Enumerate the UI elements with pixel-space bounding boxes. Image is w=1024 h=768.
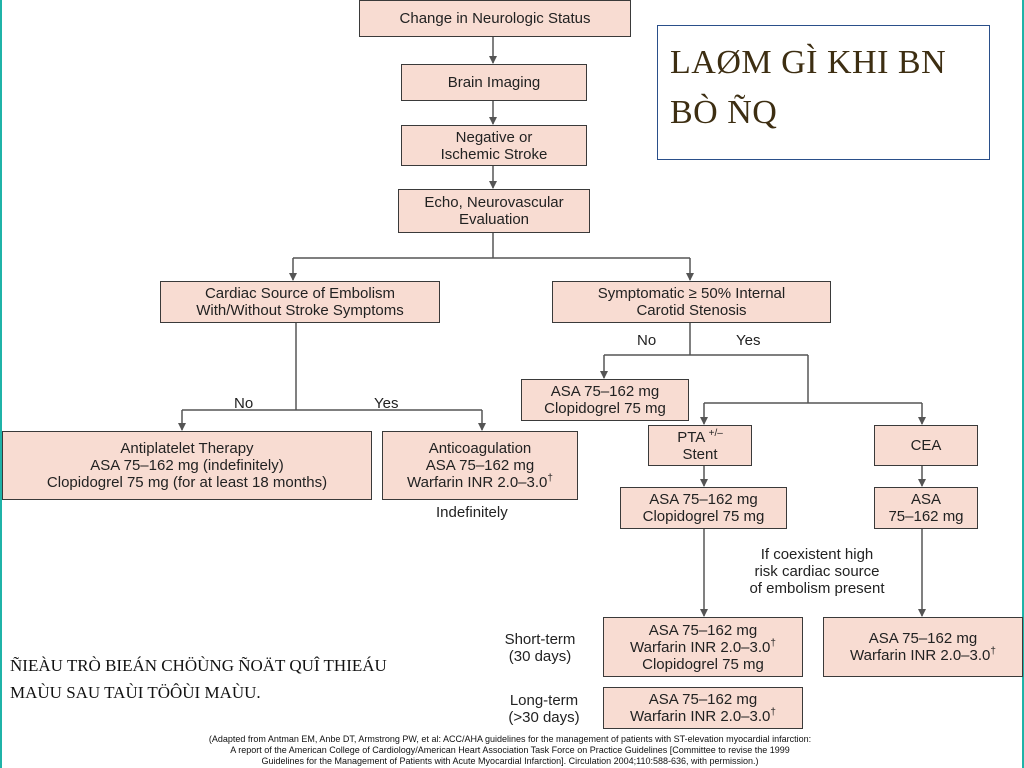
citation: (Adapted from Antman EM, Anbe DT, Armstr… bbox=[110, 734, 910, 767]
label-line: Long-term bbox=[509, 692, 579, 709]
node-text: Warfarin INR 2.0–3.0 bbox=[407, 474, 548, 491]
node-anticoagulation: Anticoagulation ASA 75–162 mg Warfarin I… bbox=[382, 431, 578, 500]
label-line: Short-term bbox=[504, 631, 576, 648]
label-line: (30 days) bbox=[508, 648, 572, 665]
node-symptomatic-stenosis: Symptomatic ≥ 50% Internal Carotid Steno… bbox=[552, 281, 831, 323]
label-no-right: No bbox=[637, 332, 657, 349]
node-text: Evaluation bbox=[458, 211, 530, 228]
label-indefinitely: Indefinitely bbox=[436, 504, 508, 521]
node-text: Ischemic Stroke bbox=[440, 145, 548, 163]
label-line: If coexistent high bbox=[760, 546, 874, 563]
node-text-with-dagger: Warfarin INR 2.0–3.0† bbox=[630, 707, 776, 726]
citation-line: Guidelines for the Management of Patient… bbox=[261, 756, 759, 766]
node-cea-warfarin: ASA 75–162 mg Warfarin INR 2.0–3.0† bbox=[823, 617, 1023, 677]
label-yes-right: Yes bbox=[736, 332, 761, 349]
label-line: (>30 days) bbox=[508, 709, 580, 726]
node-text: ASA 75–162 mg bbox=[648, 621, 758, 639]
node-text: Symptomatic ≥ 50% Internal bbox=[597, 285, 786, 302]
node-text: ASA 75–162 mg bbox=[648, 691, 758, 708]
note-line: ÑIEÀU TRÒ BIEÁN CHÖÙNG ÑOÄT QUÎ THIEÁU bbox=[10, 656, 387, 675]
node-text-with-dagger: Warfarin INR 2.0–3.0† bbox=[630, 637, 776, 656]
dagger-mark: † bbox=[770, 707, 776, 718]
node-text: ASA 75–162 mg (indefinitely) bbox=[90, 457, 284, 474]
node-pta-stent: PTA +/– Stent bbox=[648, 425, 752, 466]
node-text: Warfarin INR 2.0–3.0 bbox=[850, 647, 991, 664]
node-text: Clopidogrel 75 mg (for at least 18 month… bbox=[46, 474, 328, 491]
node-text-with-dagger: Warfarin INR 2.0–3.0† bbox=[850, 646, 996, 665]
node-text: Antiplatelet Therapy bbox=[120, 440, 254, 457]
node-asa-clopidogrel-pta: ASA 75–162 mg Clopidogrel 75 mg bbox=[620, 487, 787, 529]
node-text-with-dagger: Warfarin INR 2.0–3.0† bbox=[407, 473, 553, 492]
dagger-mark: † bbox=[990, 646, 996, 657]
right-accent-bar bbox=[1022, 0, 1024, 768]
node-cardiac-source: Cardiac Source of Embolism With/Without … bbox=[160, 281, 440, 323]
node-text: Warfarin INR 2.0–3.0 bbox=[630, 708, 771, 725]
node-text: ASA 75–162 mg bbox=[868, 630, 978, 647]
citation-line: (Adapted from Antman EM, Anbe DT, Armstr… bbox=[208, 734, 812, 744]
dagger-mark: † bbox=[770, 637, 776, 649]
slide-note: ÑIEÀU TRÒ BIEÁN CHÖÙNG ÑOÄT QUÎ THIEÁU M… bbox=[10, 652, 430, 706]
node-text: ASA bbox=[910, 491, 941, 508]
node-text: ASA 75–162 mg bbox=[550, 383, 660, 400]
label-short-term: Short-term (30 days) bbox=[496, 631, 584, 665]
node-asa-clopidogrel-no: ASA 75–162 mg Clopidogrel 75 mg bbox=[521, 379, 689, 421]
dagger-mark: † bbox=[547, 473, 553, 484]
node-text: ASA 75–162 mg bbox=[649, 491, 758, 508]
node-text: PTA bbox=[677, 428, 705, 446]
node-long-term-regimen: ASA 75–162 mg Warfarin INR 2.0–3.0† bbox=[603, 687, 803, 729]
node-text: ASA 75–162 mg bbox=[425, 457, 535, 474]
node-text: Cardiac Source of Embolism bbox=[204, 285, 396, 302]
node-text: Negative or bbox=[455, 128, 533, 146]
label-yes-left: Yes bbox=[374, 395, 399, 412]
label-coexistent-cardiac-source: If coexistent high risk cardiac source o… bbox=[722, 546, 912, 597]
node-text: With/Without Stroke Symptoms bbox=[196, 302, 404, 319]
node-text-with-sup: PTA +/– bbox=[677, 427, 723, 446]
node-asa-cea: ASA 75–162 mg bbox=[874, 487, 978, 529]
label-line: of embolism present bbox=[749, 580, 885, 597]
node-text: Clopidogrel 75 mg bbox=[642, 655, 764, 673]
node-text: Clopidogrel 75 mg bbox=[642, 508, 765, 525]
node-text: Anticoagulation bbox=[428, 440, 532, 457]
node-brain-imaging: Brain Imaging bbox=[401, 64, 587, 101]
node-short-term-regimen: ASA 75–162 mg Warfarin INR 2.0–3.0† Clop… bbox=[603, 617, 803, 677]
node-text: Warfarin INR 2.0–3.0 bbox=[630, 638, 771, 656]
note-line: MAÙU SAU TAÙI TÖÔÙI MAÙU. bbox=[10, 683, 261, 702]
citation-line: A report of the American College of Card… bbox=[230, 745, 790, 755]
node-text: Carotid Stenosis bbox=[636, 302, 747, 319]
node-antiplatelet-therapy: Antiplatelet Therapy ASA 75–162 mg (inde… bbox=[2, 431, 372, 500]
label-line: risk cardiac source bbox=[754, 563, 880, 580]
node-text: Stent bbox=[682, 445, 718, 463]
node-change-in-neurologic-status: Change in Neurologic Status bbox=[359, 0, 631, 37]
plus-minus-mark: +/– bbox=[708, 427, 723, 439]
slide-title-box: LAØM GÌ KHI BN BÒ ÑQ bbox=[657, 25, 990, 160]
slide-title-line: BÒ ÑQ bbox=[670, 94, 778, 131]
node-cea: CEA bbox=[874, 425, 978, 466]
label-long-term: Long-term (>30 days) bbox=[496, 692, 592, 726]
label-no-left: No bbox=[234, 395, 254, 412]
node-text: 75–162 mg bbox=[888, 508, 964, 525]
left-accent-bar bbox=[0, 0, 2, 768]
node-echo-neurovascular: Echo, Neurovascular Evaluation bbox=[398, 189, 590, 233]
node-text: Clopidogrel 75 mg bbox=[544, 400, 666, 417]
node-text: Brain Imaging bbox=[447, 74, 541, 91]
node-negative-ischemic-stroke: Negative or Ischemic Stroke bbox=[401, 125, 587, 166]
node-text: Echo, Neurovascular bbox=[424, 194, 564, 211]
node-text: CEA bbox=[910, 437, 942, 454]
slide-title-line: LAØM GÌ KHI BN bbox=[670, 44, 947, 81]
node-text: Change in Neurologic Status bbox=[399, 10, 591, 27]
